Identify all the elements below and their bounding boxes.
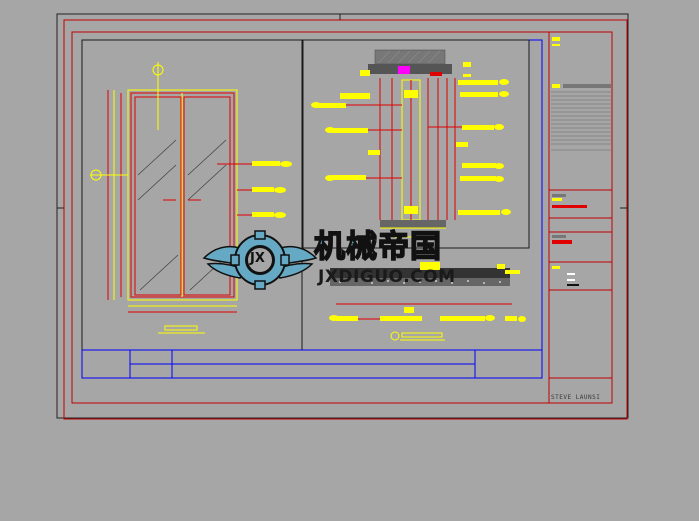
door-elevation <box>90 62 292 334</box>
title-block-label: STEVE LAUNSI <box>551 394 601 401</box>
watermark-title: 机械帝国 <box>313 229 442 265</box>
gear-wings-logo-icon <box>202 230 318 290</box>
drawing-panels <box>81 39 543 379</box>
logo-letters: JX <box>250 251 265 266</box>
door-section <box>311 49 511 238</box>
threshold-detail <box>329 262 526 341</box>
watermark-domain: JXDIGUO.COM <box>318 267 456 287</box>
title-block <box>548 31 613 404</box>
